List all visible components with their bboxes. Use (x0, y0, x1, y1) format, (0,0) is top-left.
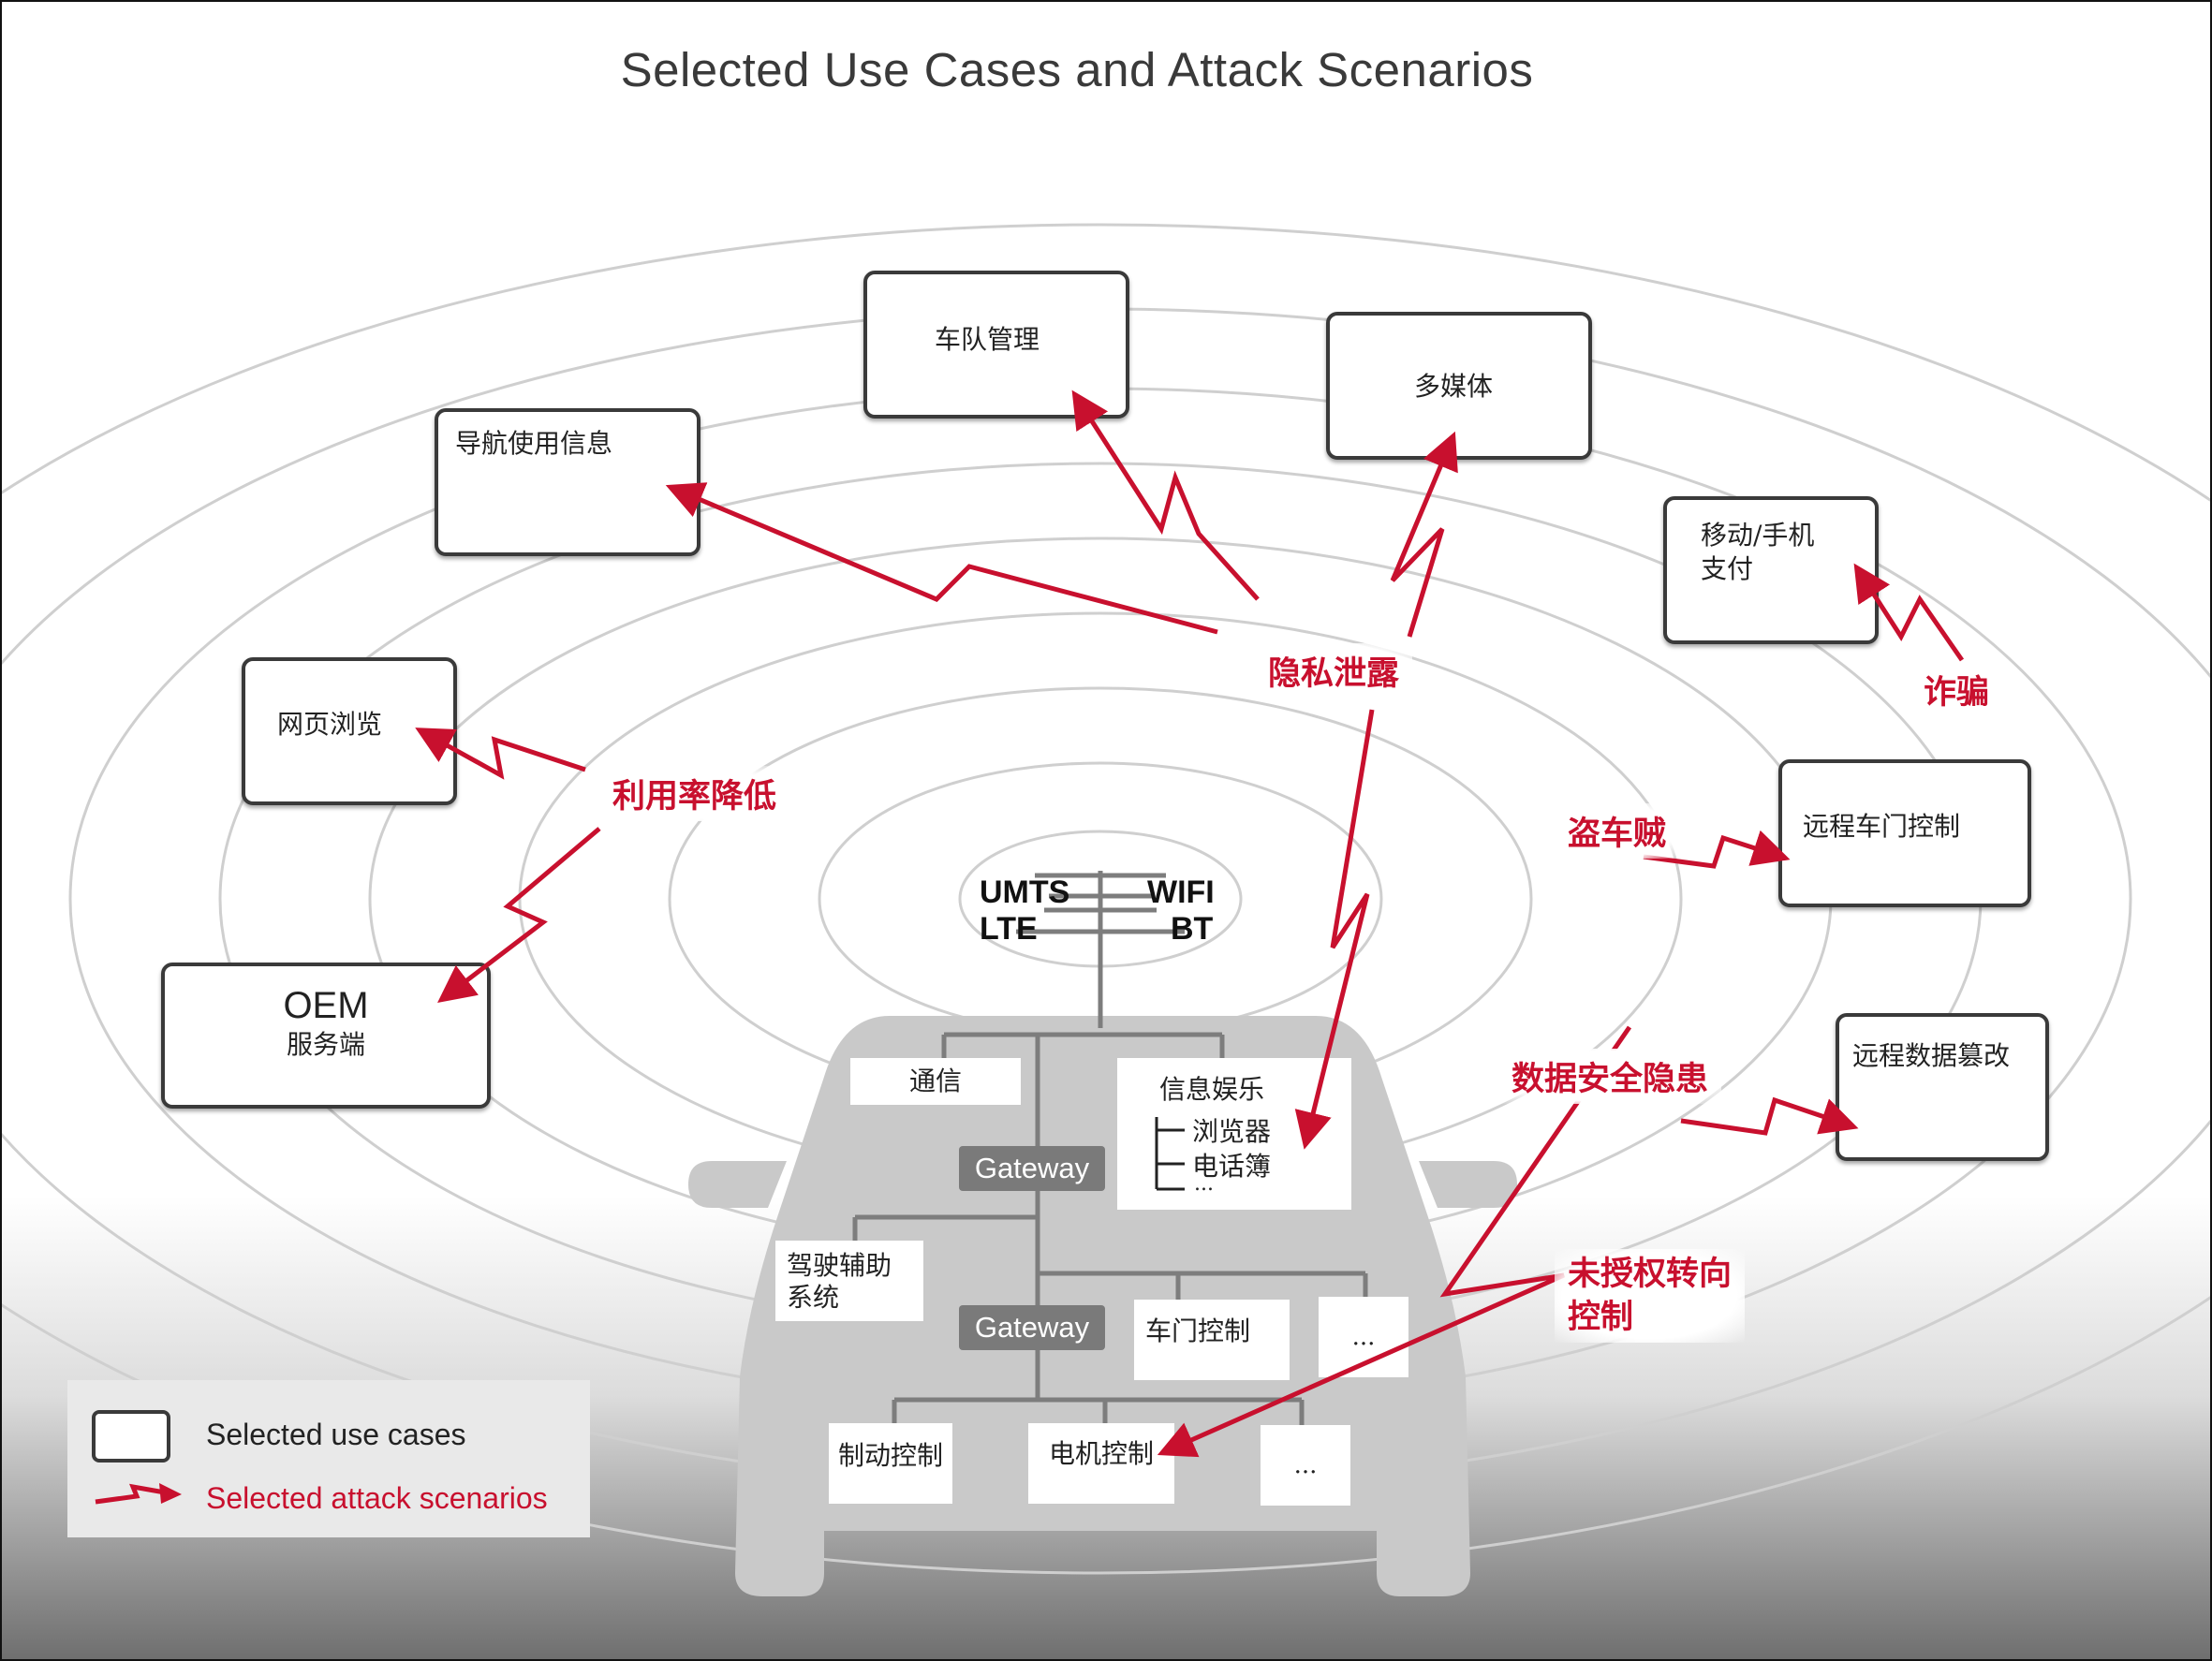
use-case-oem-server: OEM 服务端 (161, 963, 491, 1109)
use-case-fleet: 车队管理 (863, 271, 1129, 419)
lte-label: LTE (980, 911, 1038, 947)
theft-to-door-arrow (1643, 830, 1791, 869)
use-case-web-browsing-label: 网页浏览 (277, 709, 383, 740)
utilization-to-browsing-arrow (415, 728, 586, 780)
fraud-to-payment-arrow (1853, 563, 1965, 662)
use-case-mobile-payment: 移动/手机 支付 (1663, 496, 1879, 644)
legend-use-case-swatch (92, 1410, 170, 1463)
use-case-remote-data-tamper-label: 远程数据篡改 (1852, 1040, 2011, 1071)
attack-privacy-leak: 隐私泄露 (1255, 643, 1413, 698)
use-case-oem-label-1: OEM (283, 985, 369, 1026)
adas-label-1: 驾驶辅助 (787, 1250, 892, 1281)
steering-to-motor-arrow (1157, 1025, 1632, 1458)
privacy-to-fleet-arrow (1071, 390, 1260, 601)
use-case-fleet-label: 车队管理 (935, 324, 1040, 355)
use-case-multimedia-label: 多媒体 (1414, 371, 1494, 402)
door-control-label: 车门控制 (1145, 1316, 1251, 1346)
motor-control-box: 电机控制 (1028, 1423, 1174, 1504)
gateway-2: Gateway (959, 1305, 1105, 1350)
attack-fraud: 诈骗 (1910, 662, 2003, 717)
use-case-remote-door-label: 远程车门控制 (1803, 811, 1961, 842)
gateway-1: Gateway (959, 1146, 1105, 1191)
utilization-to-oem-arrow (437, 827, 601, 1004)
attack-steering-label-1: 未授权转向 (1568, 1256, 1733, 1293)
attack-data-security: 数据安全隐患 (1498, 1049, 1722, 1104)
door-control-box: 车门控制 (1134, 1300, 1290, 1380)
ecu-more-box-2: ... (1261, 1425, 1350, 1506)
use-case-remote-data-tamper: 远程数据篡改 (1836, 1013, 2049, 1161)
use-case-payment-label-1: 移动/手机 (1701, 520, 1815, 551)
privacy-to-multimedia-arrow (1390, 431, 1458, 638)
attack-steering-label-2: 控制 (1568, 1299, 1634, 1336)
attack-utilization-drop: 利用率降低 (599, 766, 790, 821)
infotainment-label: 信息娱乐 (1159, 1074, 1265, 1105)
use-case-navigation-label: 导航使用信息 (455, 428, 613, 459)
legend: Selected use cases Selected attack scena… (67, 1380, 590, 1537)
diagram-title: Selected Use Cases and Attack Scenarios (620, 43, 1534, 96)
privacy-to-nav-arrow (665, 482, 1218, 635)
ecu-more-label-2: ... (1293, 1451, 1318, 1479)
info-item-browser: 浏览器 (1192, 1116, 1272, 1147)
info-item-more: ... (1194, 1172, 1214, 1196)
ecu-more-label-1: ... (1351, 1323, 1376, 1351)
use-case-payment-label-2: 支付 (1701, 553, 1754, 584)
comm-label: 通信 (908, 1066, 962, 1096)
wifi-label: WIFI (1147, 875, 1215, 910)
use-case-web-browsing: 网页浏览 (242, 657, 457, 805)
brake-control-label: 制动控制 (837, 1440, 943, 1471)
data-security-to-tamper-arrow (1680, 1096, 1859, 1136)
legend-attack-arrow-icon (95, 1483, 182, 1505)
use-case-oem-label-2: 服务端 (286, 1029, 365, 1060)
attack-unauthorized-steering: 未授权转向 控制 (1555, 1249, 1746, 1343)
attack-car-theft: 盗车贼 (1555, 803, 1680, 859)
use-case-multimedia: 多媒体 (1326, 312, 1592, 460)
legend-use-cases-label: Selected use cases (206, 1418, 466, 1451)
privacy-to-infotainment-arrow (1294, 709, 1375, 1150)
motor-control-label: 电机控制 (1048, 1438, 1154, 1469)
legend-attack-scenarios-label: Selected attack scenarios (206, 1481, 548, 1515)
brake-control-box: 制动控制 (829, 1423, 952, 1504)
use-case-navigation: 导航使用信息 (435, 408, 700, 556)
info-item-phonebook: 电话簿 (1192, 1151, 1272, 1182)
umts-label: UMTS (980, 875, 1070, 910)
comm-box: 通信 (850, 1058, 1021, 1105)
adas-box: 驾驶辅助 系统 (775, 1241, 923, 1321)
bt-label: BT (1171, 911, 1214, 947)
adas-label-2: 系统 (787, 1282, 840, 1313)
